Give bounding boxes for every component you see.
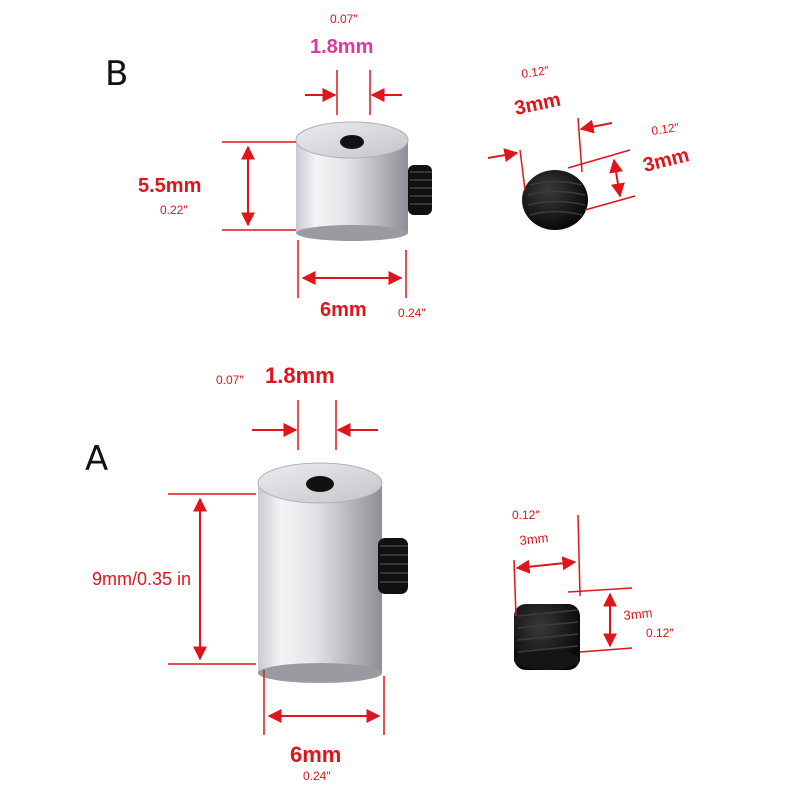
a-screw-len-ext-left [513, 559, 517, 617]
a-screw-len-mm: 3mm [519, 530, 549, 548]
a-height-label: 9mm/0.35 in [92, 569, 191, 589]
a-collar-image [257, 462, 408, 683]
b-screw-len-ext-right [577, 117, 583, 173]
variant-a-letter: A [85, 439, 108, 479]
a-screw-dia-ext-bottom [579, 647, 633, 653]
b-screw-dia-inch: 0.12″ [650, 120, 680, 138]
a-screw-len-ext-right [577, 514, 581, 597]
b-screw-len-arrow-right [579, 119, 613, 134]
b-set-screw-image [522, 170, 588, 230]
a-screw-len-arrow [515, 556, 577, 574]
b-screw-len-inch: 0.12″ [520, 63, 550, 81]
b-screw-len-mm: 3mm [512, 89, 562, 120]
b-height-inch: 0.22″ [160, 203, 188, 217]
a-width-inch: 0.24″ [303, 769, 331, 783]
b-screw-dia-ext-top [567, 149, 631, 169]
b-collar-image [295, 121, 432, 241]
a-screw-len-inch: 0.12″ [512, 508, 540, 522]
b-screw-dia-mm: 3mm [641, 144, 692, 177]
b-screw-len-ext-left [519, 149, 526, 191]
b-hole-inch: 0.07″ [330, 12, 358, 26]
b-width-mm: 6mm [320, 299, 367, 321]
a-hole-inch: 0.07″ [216, 373, 244, 387]
variant-b-group: B 0.07″ 1.8mm 5.5mm 0.22″ 6mm 0.24″ [105, 12, 692, 321]
a-width-mm: 6mm [290, 742, 341, 767]
b-screw-len-arrow-left [487, 148, 519, 163]
a-hole-mm: 1.8mm [265, 363, 335, 388]
variant-b-letter: B [105, 54, 128, 94]
b-screw-dia-arrow [609, 158, 625, 198]
variant-a-group: A 0.07″ 1.8mm 9mm/0.35 in 6mm 0.24″ [85, 363, 674, 783]
b-screw-dia-ext-bottom [584, 195, 636, 211]
a-screw-dia-ext-top [567, 587, 633, 593]
a-screw-dia-mm: 3mm [623, 605, 653, 623]
b-hole-mm: 1.8mm [310, 36, 373, 58]
a-screw-dia-inch: 0.12″ [646, 626, 674, 640]
b-height-mm: 5.5mm [138, 175, 201, 197]
b-width-inch: 0.24″ [398, 306, 426, 320]
a-set-screw-image [514, 604, 580, 670]
